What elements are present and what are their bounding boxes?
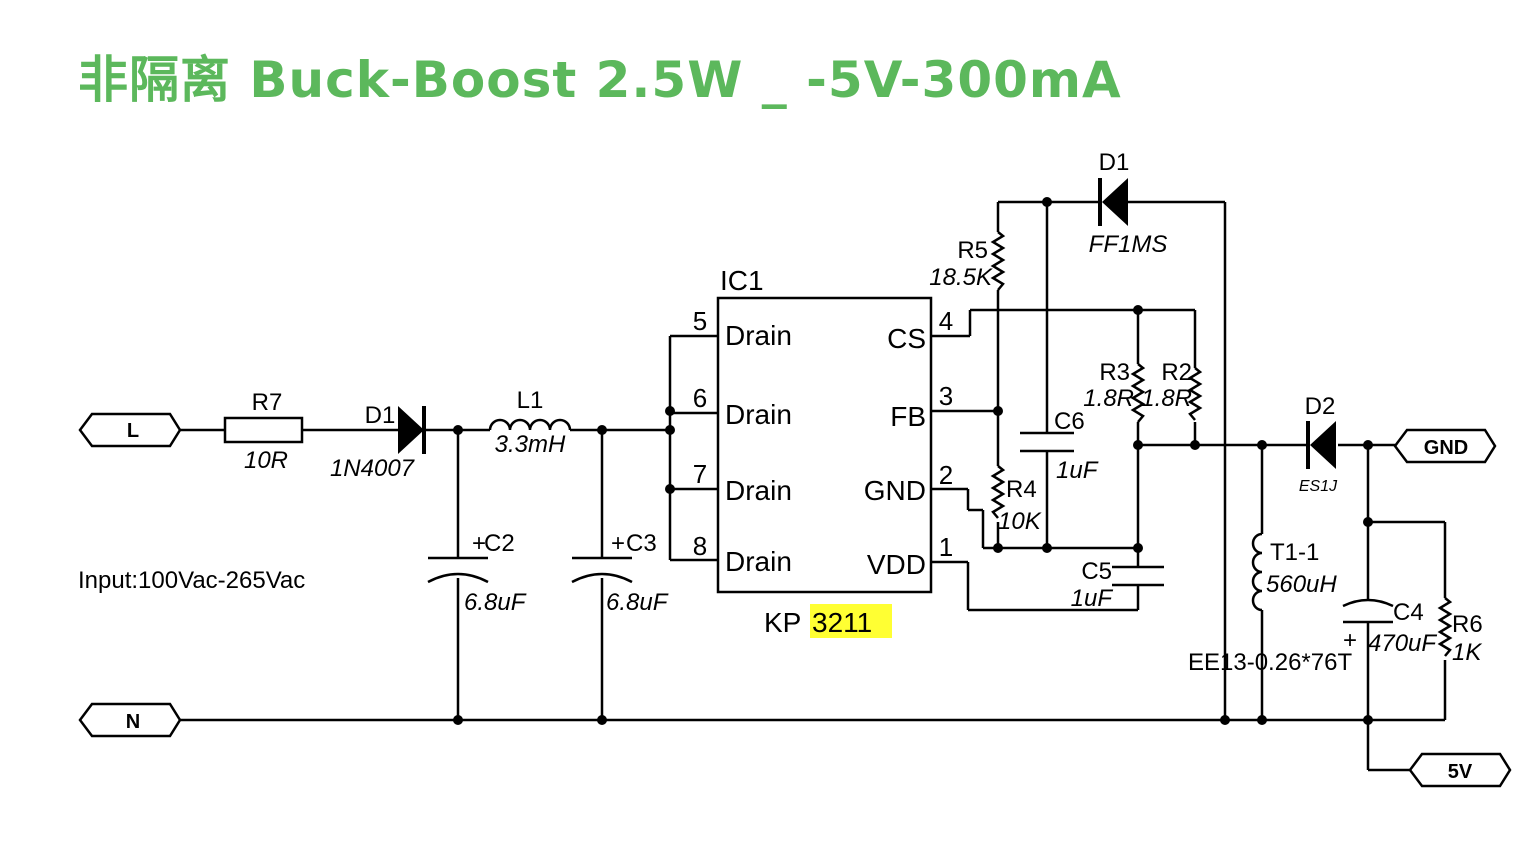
svg-text:1N4007: 1N4007 (330, 455, 416, 482)
resistor-R2: R2 1.8R (1141, 359, 1203, 421)
svg-text:N: N (126, 711, 140, 733)
input-note: Input:100Vac-265Vac (78, 567, 305, 594)
svg-text:R4: R4 (1006, 476, 1037, 503)
svg-text:T1-1: T1-1 (1270, 539, 1319, 566)
capacitor-C3: + C3 6.8uF (571, 530, 669, 616)
svg-text:8: 8 (693, 531, 707, 561)
svg-text:560uH: 560uH (1266, 571, 1337, 598)
svg-text:IC1: IC1 (720, 265, 764, 296)
svg-text:C3: C3 (626, 530, 657, 557)
svg-text:2: 2 (939, 460, 953, 490)
svg-text:C6: C6 (1054, 408, 1085, 435)
inductor-T1: T1-1 560uH EE13-0.26*76T (1188, 532, 1352, 676)
svg-text:+: + (472, 530, 486, 557)
svg-text:1uF: 1uF (1071, 585, 1114, 612)
svg-text:5V: 5V (1448, 761, 1473, 783)
svg-text:C5: C5 (1081, 558, 1112, 585)
svg-text:L: L (127, 420, 139, 442)
svg-text:6.8uF: 6.8uF (606, 589, 669, 616)
svg-text:D1: D1 (1099, 149, 1130, 176)
svg-text:Drain: Drain (725, 399, 792, 430)
svg-text:3211: 3211 (812, 607, 872, 638)
svg-text:10R: 10R (244, 447, 288, 474)
svg-text:1.8R: 1.8R (1083, 385, 1134, 412)
svg-text:6.8uF: 6.8uF (464, 589, 527, 616)
ic-IC1: IC1 5 6 7 8 Drain Drain Drain Drain 4 3 … (668, 265, 998, 638)
svg-text:R3: R3 (1099, 359, 1130, 386)
resistor-R5: R5 18.5K (929, 231, 1006, 291)
svg-text:KP: KP (764, 607, 801, 638)
svg-text:Drain: Drain (725, 546, 792, 577)
svg-text:1uF: 1uF (1056, 457, 1099, 484)
svg-text:C2: C2 (484, 530, 515, 557)
svg-text:6: 6 (693, 383, 707, 413)
svg-text:7: 7 (693, 459, 707, 489)
svg-text:C4: C4 (1393, 599, 1424, 626)
svg-text:3: 3 (939, 381, 953, 411)
svg-text:VDD: VDD (867, 549, 926, 580)
svg-text:4: 4 (939, 306, 953, 336)
svg-text:R2: R2 (1161, 359, 1192, 386)
svg-text:L1: L1 (517, 387, 544, 414)
svg-text:ES1J: ES1J (1299, 478, 1338, 495)
svg-text:1K: 1K (1452, 639, 1482, 666)
svg-text:D1: D1 (365, 402, 396, 429)
svg-text:GND: GND (864, 475, 926, 506)
svg-text:GND: GND (1424, 437, 1468, 459)
junction-dots (453, 197, 1373, 725)
svg-text:5: 5 (693, 306, 707, 336)
port-GND: GND (1393, 428, 1497, 464)
svg-text:FF1MS: FF1MS (1089, 231, 1168, 258)
capacitor-C2: + C2 6.8uF (427, 530, 527, 616)
wires-control (966, 200, 1447, 772)
diode-D1-input: D1 1N4007 (330, 402, 426, 482)
svg-text:470uF: 470uF (1368, 630, 1437, 657)
svg-text:+: + (1343, 627, 1357, 654)
resistor-R3: R3 1.8R (1083, 359, 1146, 423)
svg-text:+: + (611, 530, 625, 557)
svg-text:3.3mH: 3.3mH (495, 431, 566, 458)
port-N: N (78, 702, 182, 738)
svg-text:FB: FB (890, 401, 926, 432)
svg-text:10K: 10K (998, 508, 1042, 535)
port-5V: 5V (1408, 752, 1512, 788)
diode-D1-feedback: D1 FF1MS (1089, 149, 1168, 258)
port-L: L (78, 412, 182, 448)
capacitor-C5: C5 1uF (1071, 558, 1164, 612)
capacitor-C6: C6 1uF (1020, 408, 1099, 484)
page-title: 非隔离 Buck-Boost 2.5W _ -5V-300mA (78, 51, 1122, 109)
capacitor-C4: + C4 470uF (1342, 598, 1437, 657)
svg-text:18.5K: 18.5K (929, 264, 993, 291)
svg-text:D2: D2 (1305, 393, 1336, 420)
svg-text:1.8R: 1.8R (1141, 385, 1192, 412)
svg-text:1: 1 (939, 532, 953, 562)
resistor-R7: R7 10R (223, 389, 304, 474)
resistor-R6: R6 1K (1437, 597, 1483, 666)
inductor-L1: L1 3.3mH (488, 387, 572, 458)
svg-text:R7: R7 (252, 389, 283, 416)
svg-text:R5: R5 (957, 237, 988, 264)
svg-text:EE13-0.26*76T: EE13-0.26*76T (1188, 649, 1352, 676)
svg-text:Drain: Drain (725, 320, 792, 351)
svg-text:CS: CS (887, 323, 926, 354)
diode-D2: D2 ES1J (1299, 393, 1338, 495)
resistor-R4: R4 10K (990, 465, 1042, 535)
svg-text:Drain: Drain (725, 475, 792, 506)
svg-text:R6: R6 (1452, 611, 1483, 638)
